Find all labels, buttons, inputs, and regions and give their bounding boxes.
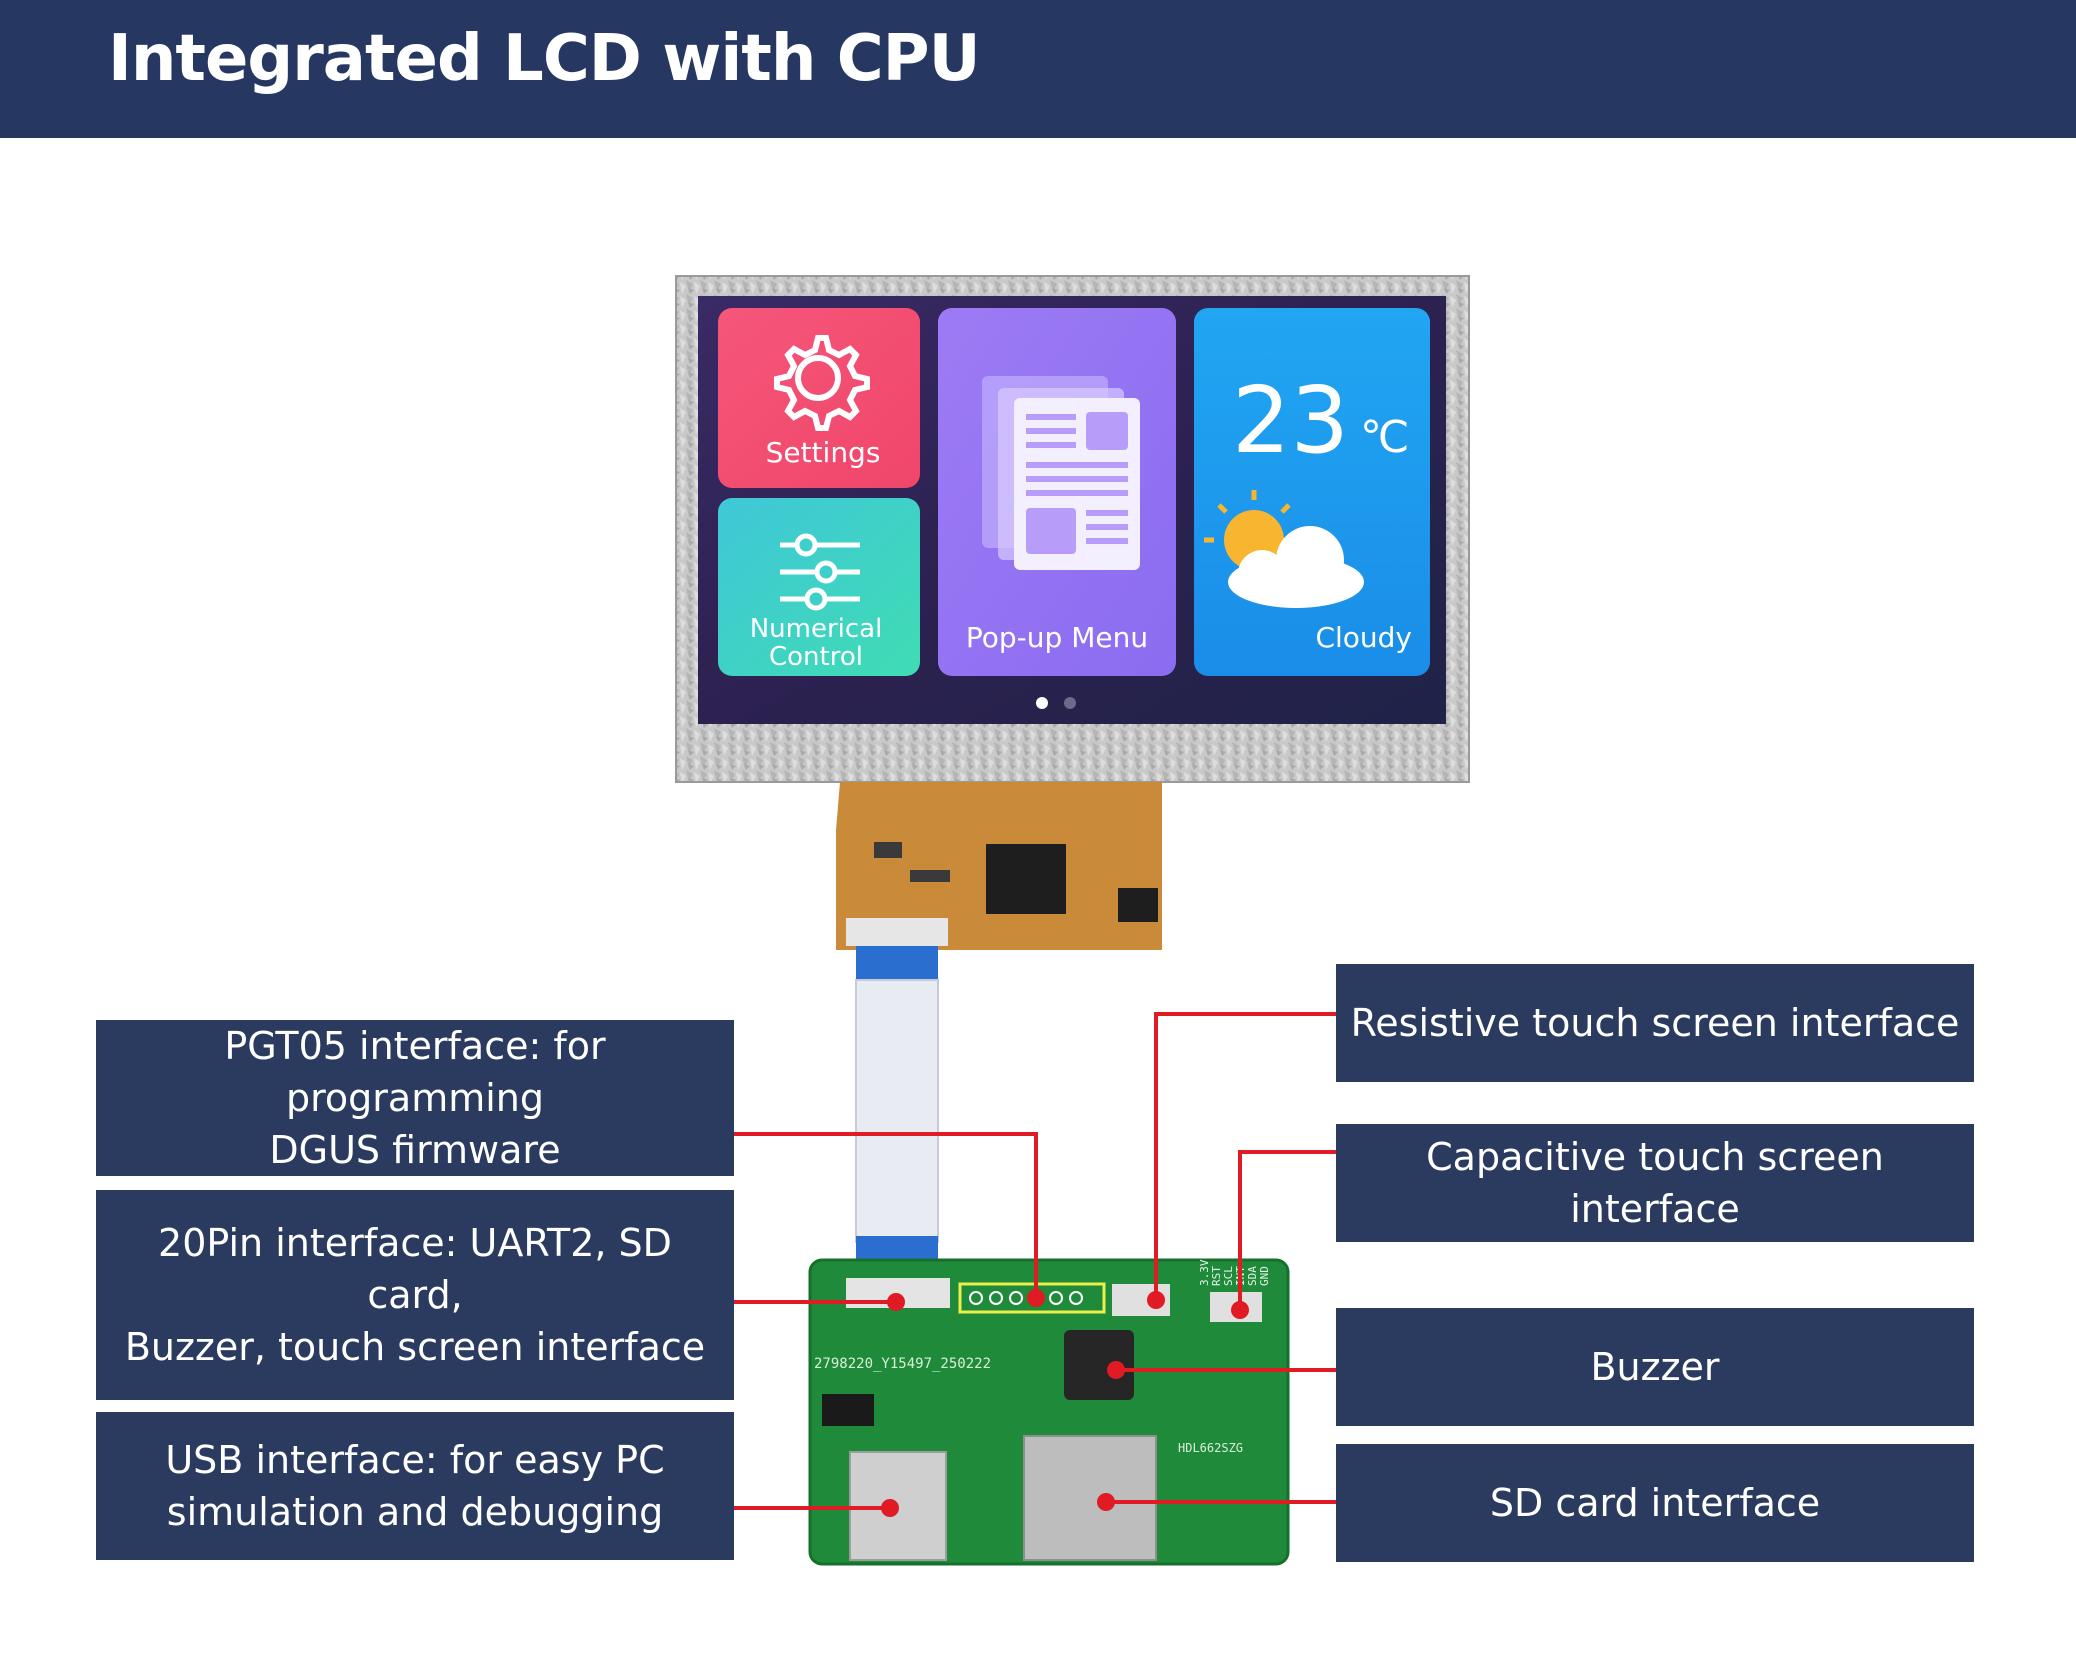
header-bar: Integrated LCD with CPU — [0, 0, 2076, 138]
pin-label: GND — [1258, 1266, 1271, 1286]
buzzer — [1064, 1330, 1134, 1400]
lcd-driver-fpc — [836, 782, 1162, 950]
ribbon-cable-top — [856, 946, 938, 980]
weather-tile: 23 ℃ Cloudy — [1194, 308, 1430, 676]
leader-resistive — [1154, 1012, 1336, 1300]
page-dot-inactive — [1064, 697, 1076, 709]
numerical-control-tile: Numerical Control — [718, 498, 920, 676]
callout-sdcard-text: SD card interface — [1489, 1481, 1821, 1525]
page-title: Integrated LCD with CPU — [108, 22, 981, 96]
ribbon-cable — [855, 979, 939, 1243]
numerical-label-line2: Control — [769, 642, 863, 672]
temperature-value: 23 — [1232, 367, 1349, 474]
callout-resistive-text: Resistive touch screen interface — [1350, 1001, 1960, 1045]
pin-label: SDA — [1246, 1266, 1259, 1286]
pcb-silkscreen-id: 2798220_Y15497_250222 — [814, 1356, 991, 1372]
leader-capacitive — [1238, 1150, 1336, 1310]
pgt05-header — [958, 1282, 1106, 1314]
callout-20pin: 20Pin interface: UART2, SD card, Buzzer,… — [96, 1190, 734, 1400]
leader-dots — [881, 1289, 1249, 1517]
callout-pgt05-text: PGT05 interface: for programming DGUS fi… — [224, 1024, 606, 1172]
callout-capacitive-text: Capacitive touch screen interface — [1426, 1135, 1884, 1231]
settings-tile: Settings — [718, 308, 920, 488]
callout-20pin-text: 20Pin interface: UART2, SD card, Buzzer,… — [124, 1221, 706, 1369]
leader-lines — [734, 1012, 1336, 1510]
callout-resistive: Resistive touch screen interface — [1336, 964, 1974, 1082]
callout-buzzer: Buzzer — [1336, 1308, 1974, 1426]
callout-capacitive: Capacitive touch screen interface — [1336, 1124, 1974, 1242]
callout-usb: USB interface: for easy PC simulation an… — [96, 1412, 734, 1560]
temperature-unit: ℃ — [1360, 412, 1409, 463]
callout-buzzer-text: Buzzer — [1590, 1345, 1720, 1389]
weather-label: Cloudy — [1315, 621, 1412, 654]
callout-pgt05: PGT05 interface: for programming DGUS fi… — [96, 1020, 734, 1176]
pin-label: 3.3V — [1198, 1259, 1211, 1286]
cloudy-sun-icon — [1204, 490, 1364, 608]
leader-pgt05 — [734, 1132, 1038, 1298]
pin-label: RST — [1210, 1266, 1223, 1286]
popup-menu-tile: Pop-up Menu — [938, 308, 1176, 676]
popup-label: Pop-up Menu — [966, 621, 1148, 654]
pin-label: SCL — [1222, 1266, 1235, 1286]
callout-sdcard: SD card interface — [1336, 1444, 1974, 1562]
page-dot-active — [1036, 697, 1048, 709]
sd-card-slot — [1023, 1435, 1157, 1561]
sliders-icon — [780, 533, 860, 611]
callout-usb-text: USB interface: for easy PC simulation an… — [165, 1438, 665, 1534]
pcb-model-label: HDL662SZG — [1178, 1441, 1243, 1455]
numerical-label-line1: Numerical — [750, 614, 883, 644]
document-icon — [982, 376, 1140, 570]
settings-label: Settings — [766, 436, 881, 469]
gear-icon — [774, 335, 870, 431]
